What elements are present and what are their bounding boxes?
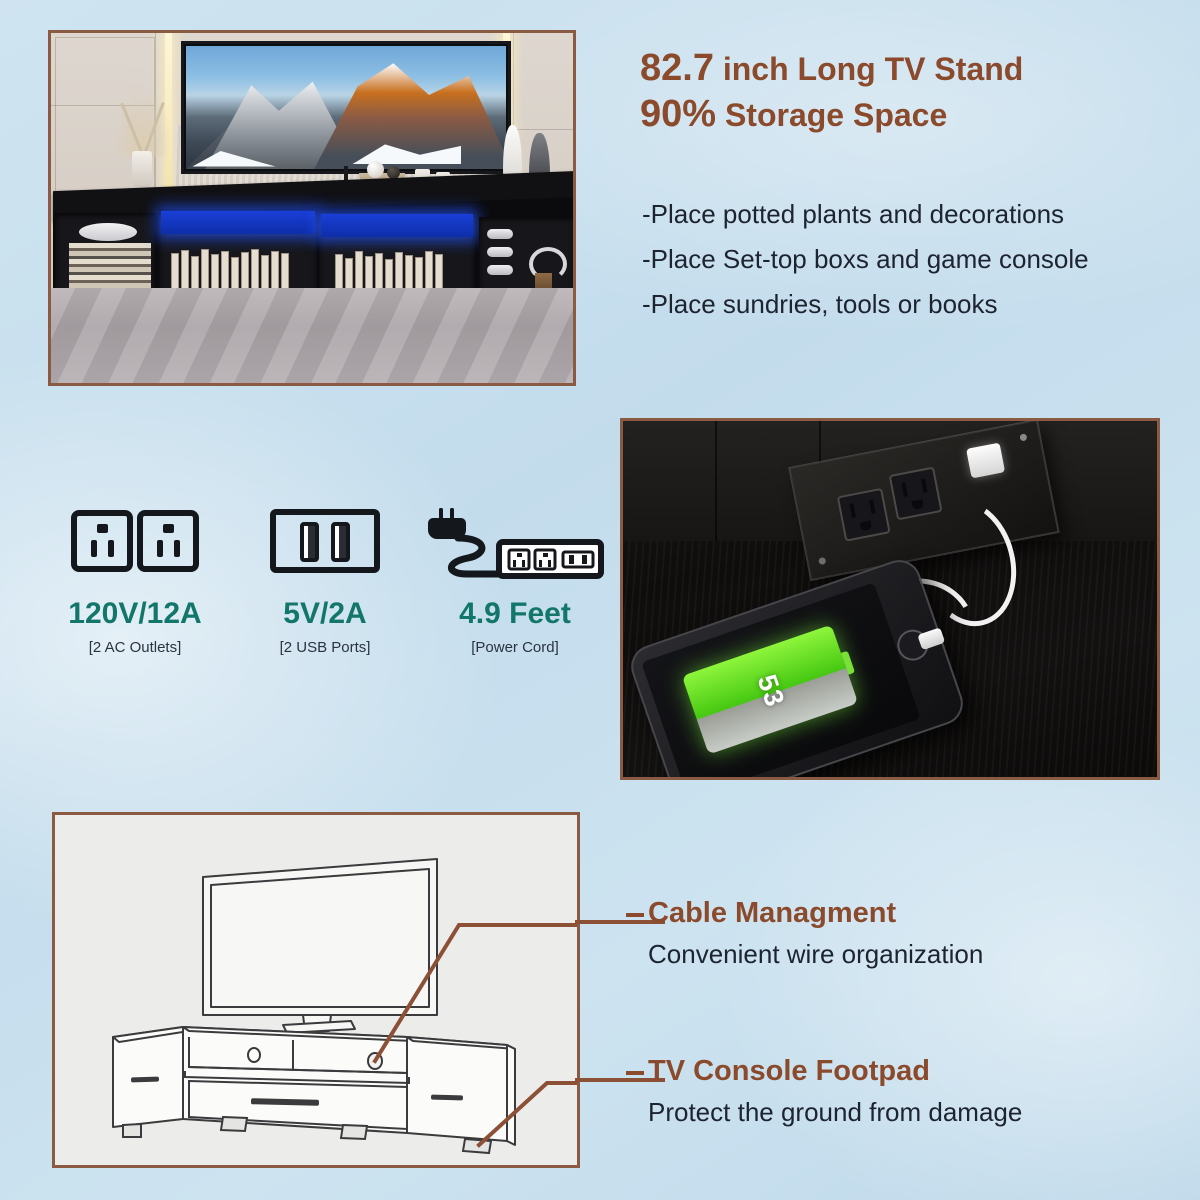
spec-usb-ports: 5V/2A [2 USB Ports] [230, 505, 420, 656]
game-controller-2 [487, 247, 513, 257]
decor-orb-white [367, 161, 384, 178]
tv-console-line-drawing [52, 812, 580, 1168]
wall-seam-3 [513, 33, 514, 203]
tv-stand-in-living-room-photo [48, 30, 576, 386]
headline-line-1: 82.7 inch Long TV Stand [640, 46, 1180, 92]
battery-tip [840, 650, 856, 676]
spec-cord-sub: [Power Cord] [471, 639, 559, 656]
callout-cable-management-desc: Convenient wire organization [648, 939, 984, 969]
ac-socket-1-ground [859, 520, 873, 532]
stacked-books-left [69, 243, 151, 289]
ac-socket-2-slot-right [920, 478, 928, 493]
ac-socket-1 [836, 487, 891, 542]
headline-length-rest: inch Long TV Stand [713, 51, 1024, 87]
robot-vacuum [79, 223, 137, 241]
ac-socket-1-slot-left [849, 503, 857, 519]
power-cord-icon [420, 505, 610, 579]
television [181, 41, 511, 174]
plate-screw-left [818, 556, 827, 566]
spec-ac-outlets: 120V/12A [2 AC Outlets] [40, 505, 230, 656]
spec-usb-sub: [2 USB Ports] [279, 639, 371, 656]
game-controller-3 [487, 265, 513, 275]
headline-length-value: 82.7 [640, 47, 714, 89]
back-wall-seam-1 [715, 421, 717, 541]
spec-usb-value: 5V/2A [283, 597, 367, 630]
power-specs-row: 120V/12A [2 AC Outlets] 5V/2A [40, 505, 604, 670]
game-controller-1 [487, 229, 513, 239]
tv-screen [186, 46, 506, 169]
wall-seam-2 [51, 105, 155, 106]
feature-bullet-list: -Place potted plants and decorations -Pl… [642, 192, 1190, 328]
plant-vase [132, 151, 152, 187]
callout-footpad: TV Console Footpad Protect the ground fr… [626, 1055, 1023, 1128]
callout-cable-management-title: Cable Managment [648, 897, 897, 929]
usb-plug-inserted [966, 442, 1006, 479]
headline: 82.7 inch Long TV Stand 90% Storage Spac… [640, 46, 1180, 137]
battery-percent-label: 53 [751, 671, 791, 712]
bullet-item-3: -Place sundries, tools or books [642, 289, 998, 320]
callout-footpad-desc: Protect the ground from damage [648, 1097, 1023, 1127]
led-light-left [161, 211, 315, 234]
battery-indicator: 53 [682, 624, 859, 755]
console-schematic [55, 815, 577, 1165]
headline-storage-rest: Storage Space [716, 96, 948, 133]
books-row-left [171, 249, 289, 291]
room-floor [51, 288, 573, 383]
bullet-item-2: -Place Set-top boxs and game console [642, 244, 1089, 275]
headline-line-2: 90% Storage Space [640, 92, 1180, 138]
led-light-right [321, 214, 473, 237]
usb-ports-icon [230, 505, 420, 577]
callout-dash-1 [626, 913, 644, 917]
phone-charge-port [917, 627, 946, 651]
bullet-item-1: -Place potted plants and decorations [642, 199, 1065, 229]
callout-leader-lines [575, 920, 665, 1082]
ac-socket-1-slot-right [869, 499, 876, 515]
pampas-grass [111, 85, 173, 157]
spec-cord-value: 4.9 Feet [459, 597, 571, 630]
books-row-right [335, 251, 443, 293]
ac-outlets-icon [40, 505, 230, 577]
headline-storage-value: 90% [640, 92, 717, 135]
plate-screw-right [1019, 433, 1028, 442]
callout-cable-management: Cable Managment Convenient wire organiza… [626, 897, 984, 970]
decor-orb-dark [387, 166, 400, 179]
ac-socket-2-slot-left [901, 482, 908, 497]
ac-socket-2-ground [911, 499, 925, 511]
spec-ac-sub: [2 AC Outlets] [88, 639, 182, 656]
spec-ac-value: 120V/12A [68, 597, 202, 630]
phone-charging-from-builtin-outlet-photo: 53 [620, 418, 1160, 780]
spec-power-cord: 4.9 Feet [Power Cord] [420, 505, 610, 656]
callout-dash-2 [626, 1071, 644, 1075]
headphones [529, 247, 567, 281]
callout-footpad-title: TV Console Footpad [648, 1055, 930, 1087]
wall-seam-4 [491, 129, 573, 130]
